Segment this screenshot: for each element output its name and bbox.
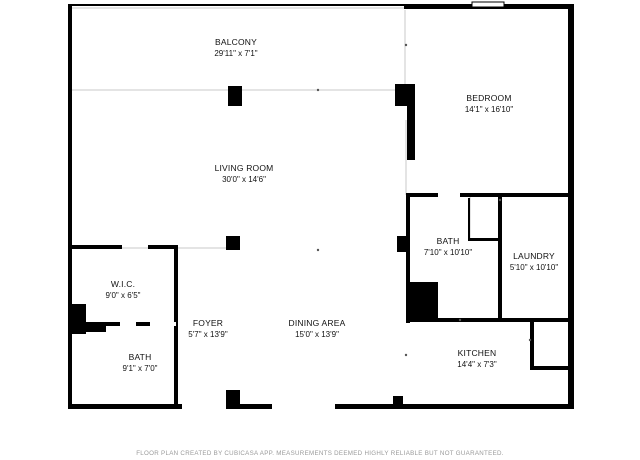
room-name-living-room: LIVING ROOM (215, 163, 274, 173)
room-name-bath-upper: BATH (437, 236, 460, 246)
footer-disclaimer: FLOOR PLAN CREATED BY CUBICASA APP. MEAS… (136, 450, 504, 457)
room-name-kitchen: KITCHEN (458, 348, 497, 358)
room-name-foyer: FOYER (193, 318, 223, 328)
room-dim-balcony: 29'11" x 7'1" (214, 49, 257, 58)
thin-walls (72, 7, 471, 405)
room-dim-laundry: 5'10" x 10'10" (510, 263, 558, 272)
room-name-wic: W.I.C. (111, 279, 135, 289)
room-dim-bath-upper: 7'10" x 10'10" (424, 248, 472, 257)
room-labels: BALCONY 29'11" x 7'1" BEDROOM 14'1" x 16… (106, 37, 559, 373)
room-dim-wic: 9'0" x 6'5" (106, 291, 141, 300)
room-dim-bath-lower: 9'1" x 7'0" (123, 364, 158, 373)
room-dim-bedroom: 14'1" x 16'10" (465, 105, 513, 114)
room-dim-foyer: 5'7" x 13'9" (188, 330, 228, 339)
room-dim-living-room: 30'0" x 14'6" (222, 175, 266, 184)
door-markers (316, 43, 532, 357)
room-name-bedroom: BEDROOM (466, 93, 511, 103)
room-name-dining-area: DINING AREA (289, 318, 346, 328)
walls (68, 1, 574, 409)
room-name-balcony: BALCONY (215, 37, 257, 47)
room-name-laundry: LAUNDRY (513, 251, 555, 261)
room-dim-kitchen: 14'4" x 7'3" (457, 360, 497, 369)
room-dim-dining-area: 15'0" x 13'9" (295, 330, 339, 339)
room-name-bath-lower: BATH (129, 352, 152, 362)
